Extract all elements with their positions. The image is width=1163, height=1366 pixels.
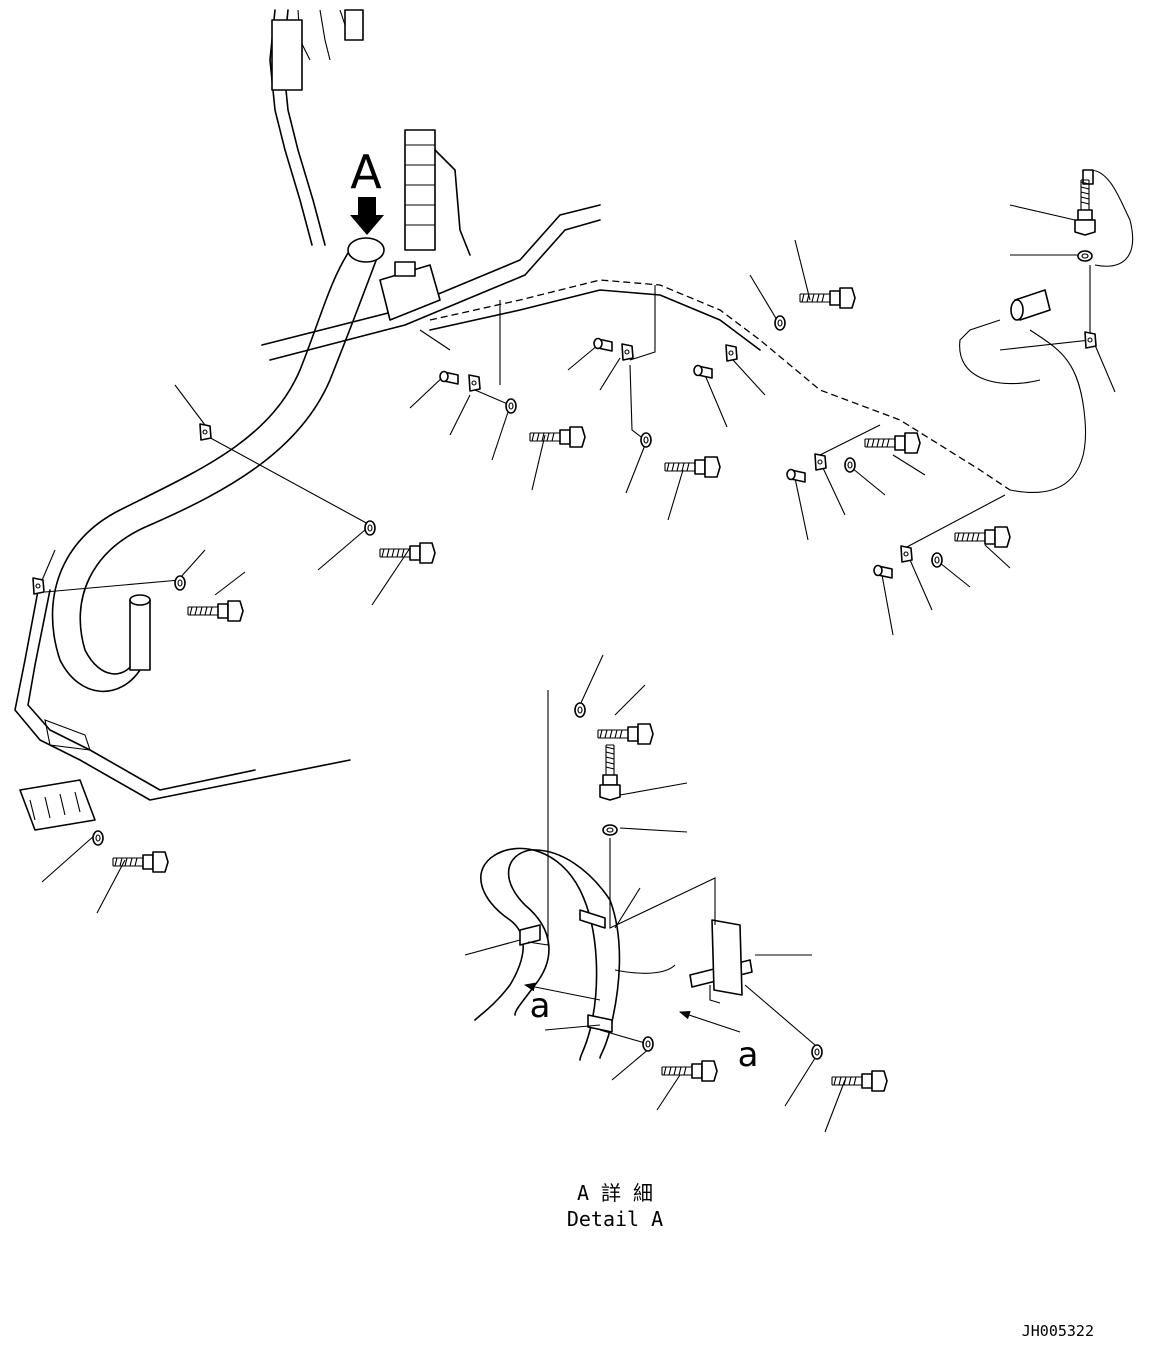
caption-english: Detail A — [567, 1207, 663, 1231]
detail-arrow-label-right: a — [738, 1035, 759, 1075]
detail-a-view: a a — [464, 654, 888, 1133]
clamp-icon — [814, 453, 827, 471]
view-marker: A — [350, 145, 384, 235]
upper-fasteners — [32, 179, 1097, 873]
clamp-icon — [1084, 331, 1097, 349]
washer-icon — [1077, 250, 1093, 262]
spacer-icon — [593, 337, 613, 352]
washer-icon — [774, 315, 786, 331]
bolt-icon — [864, 432, 921, 454]
clamp-icon — [32, 577, 45, 595]
washer-icon — [92, 830, 104, 846]
washer-icon — [574, 702, 586, 718]
drawing-number: JH005322 — [1022, 1322, 1094, 1340]
spacer-icon — [873, 564, 893, 579]
detail-arrow-label-left: a — [530, 986, 551, 1026]
bolt-icon — [664, 456, 721, 478]
washer-icon — [505, 398, 517, 414]
bolt-icon — [529, 426, 586, 448]
bolt-icon — [112, 851, 169, 873]
clamp-icon — [621, 343, 634, 361]
washer-icon — [364, 520, 376, 536]
bolt-icon — [1074, 179, 1096, 236]
leader-lines — [39, 204, 1116, 914]
bolt-icon — [597, 723, 654, 745]
clamp-icon — [468, 374, 481, 392]
washer-icon — [844, 457, 856, 473]
washer-icon — [602, 824, 618, 836]
washer-icon — [642, 1036, 654, 1052]
washer-icon — [174, 575, 186, 591]
spacer-icon — [693, 364, 713, 379]
bolt-icon — [954, 526, 1011, 548]
down-arrow-icon — [350, 197, 384, 235]
main-harness — [14, 9, 1134, 831]
clamp-icon — [199, 423, 212, 441]
washer-icon — [811, 1044, 823, 1060]
spacer-icon — [439, 370, 459, 385]
washer-icon — [931, 552, 943, 568]
clamp-icon — [900, 545, 913, 563]
spacer-icon — [786, 468, 806, 483]
view-marker-label: A — [350, 145, 382, 199]
bolt-icon — [599, 744, 621, 801]
bolt-icon — [661, 1060, 718, 1082]
bolt-icon — [831, 1070, 888, 1092]
bolt-icon — [187, 600, 244, 622]
clamp-icon — [725, 344, 738, 362]
washer-icon — [640, 432, 652, 448]
caption-japanese: A 詳 細 — [577, 1181, 653, 1205]
bolt-icon — [379, 542, 436, 564]
